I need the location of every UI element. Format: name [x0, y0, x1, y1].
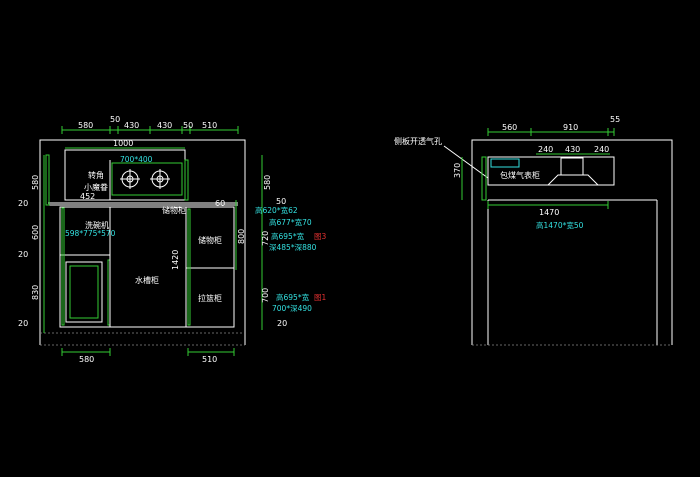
label-dishwasher: 洗碗机 [85, 220, 109, 230]
inner-dim-1000: 1000 [113, 139, 133, 148]
bottom-dim-580: 580 [79, 355, 94, 364]
rv-inner-dim-240b: 240 [594, 145, 609, 154]
note-h695b: 高695*宽 [276, 292, 310, 302]
note-depth-b: 700*深490 [272, 304, 312, 313]
rv-top-dim-910: 910 [563, 123, 578, 132]
rv-top-dim-560: 560 [502, 123, 517, 132]
right-dim-720: 720 [261, 231, 270, 246]
right-dim-580: 580 [263, 175, 272, 190]
top-dim-5: 50 [183, 121, 193, 130]
right-dim-50: 50 [276, 197, 286, 206]
rv-bottom-dim-1470: 1470 [539, 208, 559, 217]
rv-note-size: 高1470*宽50 [536, 220, 584, 230]
note-h695a: 高695*宽 [271, 231, 305, 241]
right-dim-800: 800 [237, 229, 246, 244]
label-storage-top: 储物柜 [162, 205, 186, 215]
left-room-outline [39, 139, 246, 345]
note-fig3: 图3 [314, 232, 326, 241]
right-room-outline [471, 139, 673, 345]
left-dim-20c: 20 [18, 319, 28, 328]
rv-side-dim-370: 370 [453, 163, 462, 178]
label-sink-cabinet: 水槽柜 [135, 275, 159, 285]
label-magic-corner: 小魔眷 [84, 182, 108, 192]
right-dim-20: 20 [277, 319, 287, 328]
right-elevation-view: 560 910 55 240 430 240 侧板开透气孔 包煤气表柜 370 … [394, 115, 673, 346]
stove-size: 700*400 [120, 155, 153, 164]
label-storage-cabinet: 储物柜 [198, 235, 222, 245]
dim-452: 452 [80, 192, 95, 201]
rv-inner-dim-240a: 240 [538, 145, 553, 154]
note-h620: 高620*宽62 [255, 205, 298, 215]
label-vent: 侧板开透气孔 [394, 136, 442, 146]
note-depth-a: 深485*深880 [269, 243, 317, 252]
dim-1420: 1420 [171, 250, 180, 270]
top-dim-6: 510 [202, 121, 217, 130]
dim-60: 60 [215, 199, 225, 208]
note-h677: 高677*宽70 [269, 217, 312, 227]
burner-right-icon [150, 169, 170, 189]
burner-left-icon [120, 169, 140, 189]
rv-inner-dim-430: 430 [565, 145, 580, 154]
left-dim-830: 830 [31, 285, 40, 300]
top-dim-1: 580 [78, 121, 93, 130]
top-dim-2: 50 [110, 115, 120, 124]
rv-top-dim-55: 55 [610, 115, 620, 124]
label-gas-meter: 包煤气表柜 [500, 170, 540, 180]
note-fig1: 图1 [314, 293, 326, 302]
label-basket-cabinet: 拉篮柜 [198, 293, 222, 303]
left-dim-20a: 20 [18, 199, 28, 208]
top-dim-4: 430 [157, 121, 172, 130]
top-dim-3: 430 [124, 121, 139, 130]
right-dim-700: 700 [261, 288, 270, 303]
dishwasher-size: 598*775*570 [65, 229, 116, 238]
label-corner: 转角 [88, 170, 104, 180]
left-dim-580: 580 [31, 175, 40, 190]
left-dim-20b: 20 [18, 250, 28, 259]
left-elevation-view: 580 50 430 430 50 510 1000 700*400 转角 小魔… [18, 115, 326, 364]
left-dim-600: 600 [31, 225, 40, 240]
bottom-dim-510: 510 [202, 355, 217, 364]
